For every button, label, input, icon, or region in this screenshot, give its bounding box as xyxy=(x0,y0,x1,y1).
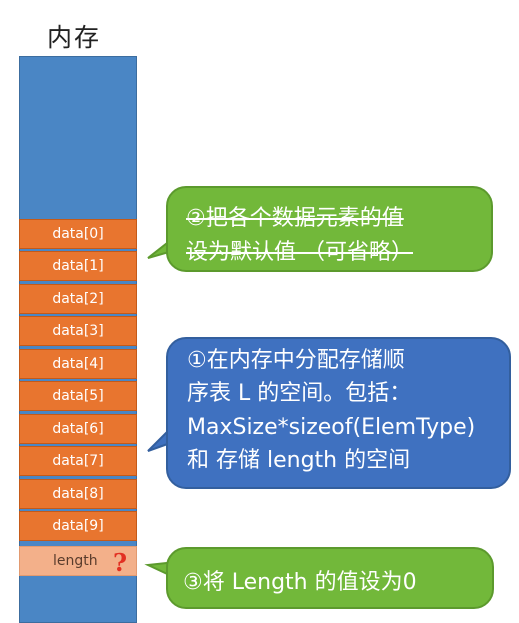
question-mark-icon: ? xyxy=(112,548,127,577)
memory-cell-length: length ? xyxy=(19,546,137,577)
step2-line-2: 设为默认值 （可省略） xyxy=(186,240,413,265)
memory-cell-data-8: data[8] xyxy=(19,479,137,509)
step3-line-1: ③将 Length 的值设为0 xyxy=(183,570,417,595)
step3-callout: ③将 Length 的值设为0 xyxy=(166,547,494,609)
memory-cell-data-3: data[3] xyxy=(19,316,137,346)
memory-title: 内存 xyxy=(47,23,102,52)
step1-line-2: 序表 L 的空间。包括： xyxy=(187,381,412,406)
memory-cell-data-7: data[7] xyxy=(19,446,137,476)
memory-cell-data-1: data[1] xyxy=(19,251,137,281)
step1-line-4: 和 存储 length 的空间 xyxy=(187,448,411,473)
length-label: length xyxy=(53,553,98,569)
memory-cell-data-6: data[6] xyxy=(19,414,137,444)
memory-cell-data-4: data[4] xyxy=(19,349,137,379)
step1-line-1: ①在内存中分配存储顺 xyxy=(187,348,405,373)
step2-callout: ②把各个数据元素的值 设为默认值 （可省略） xyxy=(166,186,493,272)
step1-line-3: MaxSize*sizeof(ElemType) xyxy=(187,415,476,440)
memory-cell-data-0: data[0] xyxy=(19,219,137,249)
step2-line-1: ②把各个数据元素的值 xyxy=(186,206,404,231)
memory-cell-data-9: data[9] xyxy=(19,511,137,541)
memory-cell-data-2: data[2] xyxy=(19,284,137,314)
step1-callout: ①在内存中分配存储顺 序表 L 的空间。包括： MaxSize*sizeof(E… xyxy=(166,337,511,489)
memory-cell-data-5: data[5] xyxy=(19,381,137,411)
